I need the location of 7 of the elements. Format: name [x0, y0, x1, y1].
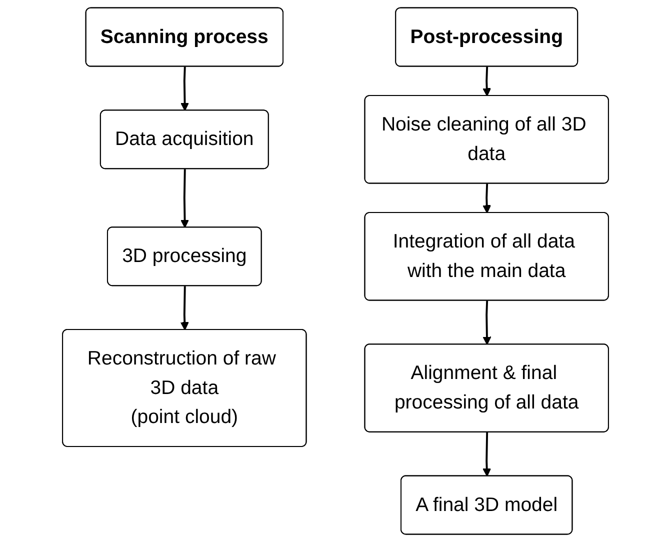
arrow: [482, 300, 492, 345]
arrow: [180, 286, 189, 330]
arrow: [180, 66, 190, 112]
arrow: [482, 66, 492, 96]
arrow: [482, 184, 492, 214]
arrow: [482, 432, 492, 477]
arrow: [180, 169, 190, 228]
